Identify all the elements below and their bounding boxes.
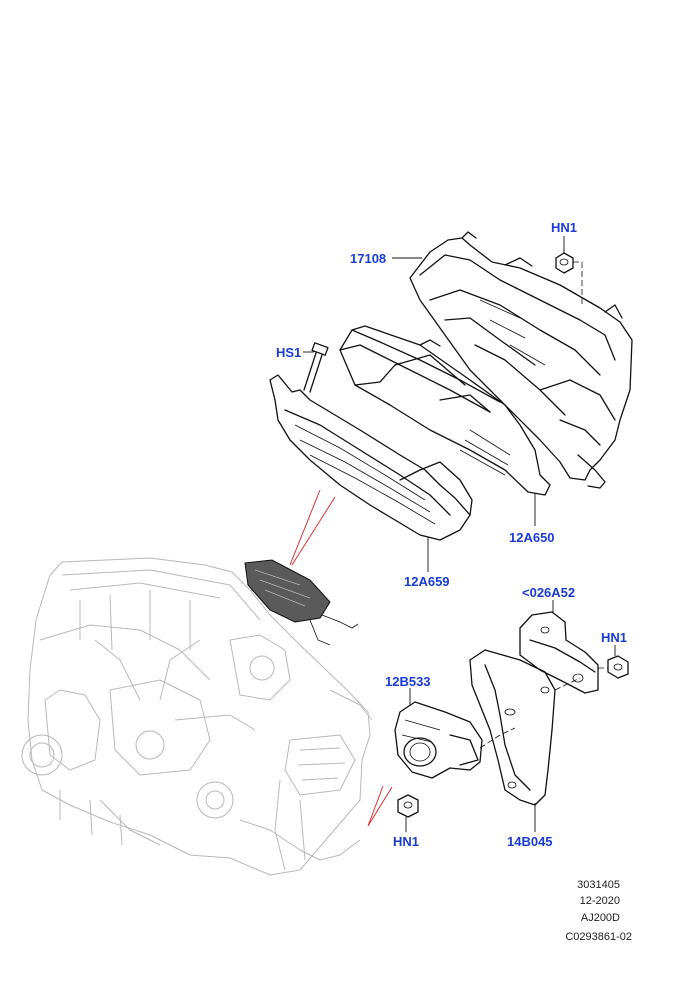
- label-hn1-right: HN1: [601, 630, 627, 645]
- label-hn1-top: HN1: [551, 220, 577, 235]
- module-12B533: [394, 701, 483, 779]
- bracket-026A52: [519, 611, 599, 694]
- reference-block: 3031405 12-2020 AJ200D C0293861-02: [565, 879, 632, 943]
- label-14B045: 14B045: [507, 834, 553, 849]
- label-hs1: HS1: [276, 345, 301, 360]
- label-026A52: <026A52: [522, 585, 575, 600]
- bracket-12A659: [269, 374, 473, 541]
- ecm-12A650: [339, 325, 551, 496]
- ecm-location-highlight: [244, 559, 359, 646]
- label-12A659: 12A659: [404, 574, 450, 589]
- leader-lines: [303, 236, 616, 832]
- label-hn1-bottom: HN1: [393, 834, 419, 849]
- ref-engine-code: AJ200D: [581, 912, 620, 924]
- bolt-hs1: [303, 342, 329, 393]
- label-17108: 17108: [350, 251, 386, 266]
- nut-hn1-bottom: [397, 794, 419, 818]
- nut-hn1-right: [607, 655, 629, 679]
- nut-hn1-top: [555, 252, 574, 274]
- ref-diagram-number: 3031405: [577, 879, 620, 891]
- label-12A650: 12A650: [509, 530, 555, 545]
- engine-assembly-ghost: [21, 557, 373, 876]
- locator-arrows: [289, 489, 393, 827]
- plate-14B045: [469, 649, 556, 806]
- label-12B533: 12B533: [385, 674, 431, 689]
- ref-illustration-code: C0293861-02: [565, 931, 632, 943]
- bracket-17108: [409, 231, 633, 489]
- ref-date: 12-2020: [580, 895, 620, 907]
